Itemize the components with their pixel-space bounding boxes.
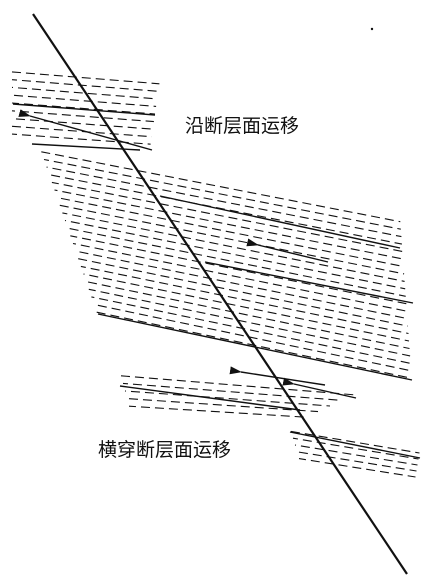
band-top-dash-line (11, 118, 153, 130)
band-lower-dash-line (122, 382, 343, 401)
band-middle-dash-line (49, 174, 403, 245)
arrow-across-lower-2 (282, 377, 357, 399)
band-middle-dash-line (64, 219, 406, 290)
band-middle-dash-line (54, 189, 404, 260)
band-bottom-dash-line (298, 458, 416, 478)
band-lower-dash-line (124, 390, 331, 407)
band-top-dash-line (11, 110, 154, 123)
band-middle-dash-line (72, 242, 407, 312)
band-middle-dash-line (43, 158, 401, 230)
band-middle-dash-line (80, 265, 409, 335)
band-middle-dash-line (91, 296, 411, 364)
band-middle-dash-line (56, 197, 404, 268)
layer-dash-fills (11, 71, 420, 478)
band-middle-dash-line (85, 281, 410, 350)
band-bottom-dash-line (294, 444, 418, 466)
arrow-across-lower-1 (229, 366, 326, 386)
band-top-dash-line (11, 125, 152, 138)
band-bottom-dash-line (292, 437, 419, 460)
band-top-dash-line (11, 94, 157, 107)
label-across-fault-migration: 横穿断层面运移 (98, 439, 232, 461)
band-middle-dash-line (51, 181, 403, 253)
band-top-dash-line (11, 86, 158, 100)
band-top-dash-line (11, 71, 160, 85)
bedding-line-6 (119, 385, 301, 411)
band-middle-dash-line (41, 151, 401, 223)
band-middle-dash-line (67, 227, 406, 297)
band-bottom-dash-line (290, 430, 420, 454)
band-middle-dash-line (88, 288, 411, 357)
band-middle-dash-line (46, 166, 402, 238)
band-top-dash-line (11, 79, 159, 92)
arrow-across-mid (246, 238, 329, 263)
band-middle-dash-line (70, 235, 407, 305)
bedding-line-4 (204, 261, 414, 304)
bedding-line-1 (12, 103, 156, 116)
migration-arrows (18, 109, 357, 399)
arrow-along-fault (18, 109, 153, 151)
band-middle-dash-line (78, 258, 409, 327)
band-lower-dash-line (126, 398, 319, 413)
label-along-fault-migration: 沿断层面运移 (185, 115, 300, 137)
band-middle-dash-line (75, 250, 408, 320)
bedding-line-3 (159, 195, 401, 249)
fault-plane-line (32, 13, 408, 575)
band-middle-dash-line (93, 303, 412, 372)
band-middle-dash-line (83, 273, 410, 342)
stray-mark (370, 27, 374, 31)
band-middle-dash-line (59, 204, 405, 275)
band-middle-dash-line (62, 212, 405, 282)
band-top-dash-line (11, 102, 156, 115)
band-bottom-dash-line (296, 451, 417, 472)
bedding-line-7 (289, 431, 421, 459)
band-lower-dash-line (128, 405, 307, 418)
band-lower-dash-line (120, 375, 355, 396)
